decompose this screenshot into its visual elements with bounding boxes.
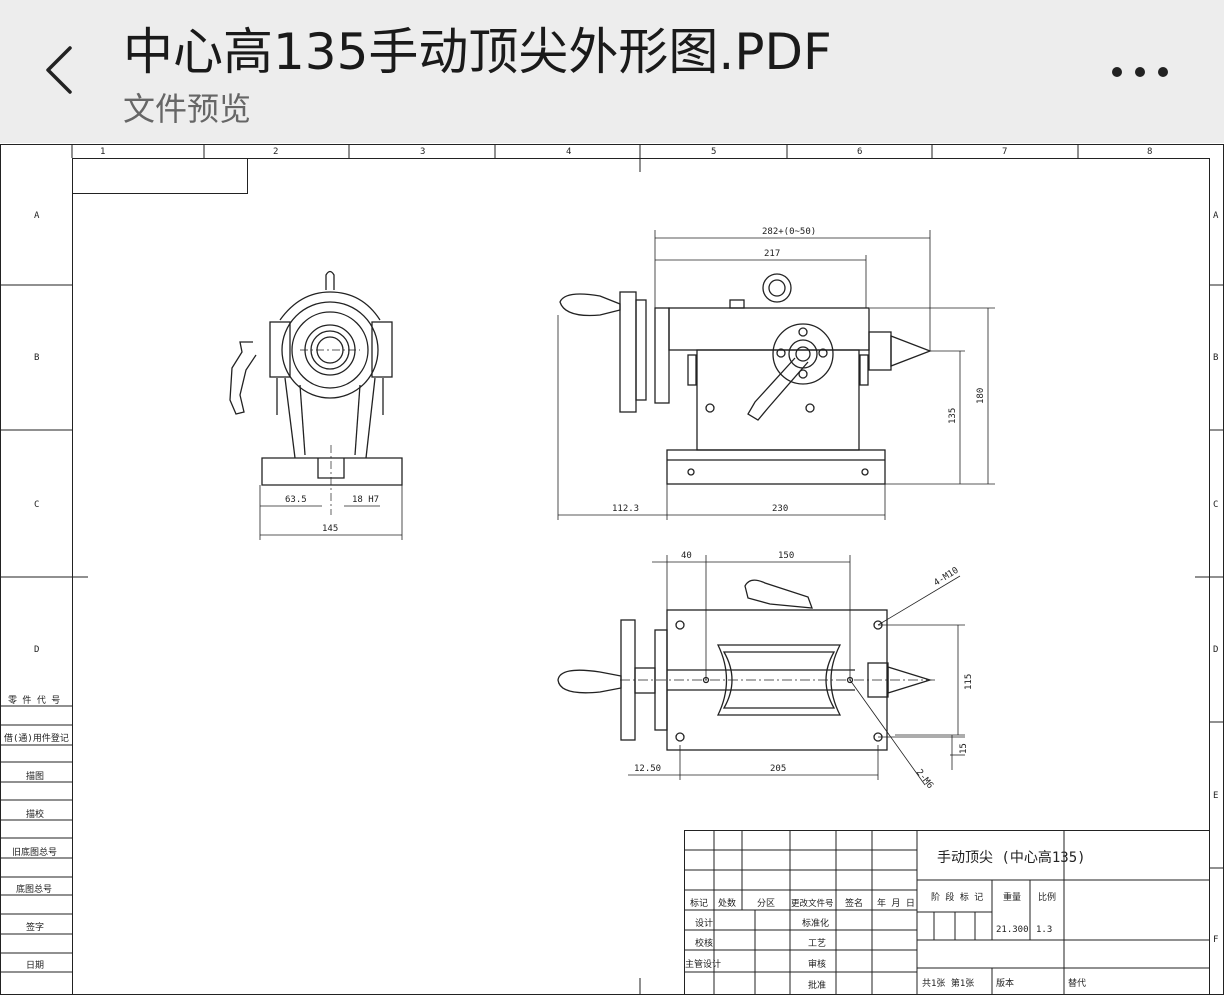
svg-text:E: E (1213, 791, 1218, 801)
svg-text:分区: 分区 (757, 898, 775, 909)
app-header: 中心高135手动顶尖外形图.PDF 文件预览 (0, 0, 1224, 143)
svg-text:手动顶尖 (中心高135): 手动顶尖 (中心高135) (937, 849, 1086, 866)
front-view (229, 270, 403, 515)
svg-text:205: 205 (770, 764, 786, 774)
svg-text:C: C (34, 500, 39, 510)
svg-text:更改文件号: 更改文件号 (791, 898, 834, 909)
svg-text:15: 15 (959, 743, 969, 754)
svg-text:年 月 日: 年 月 日 (877, 897, 915, 909)
svg-text:4-M10: 4-M10 (932, 566, 960, 589)
svg-text:B: B (34, 353, 39, 363)
svg-text:签字: 签字 (26, 921, 44, 933)
svg-text:6: 6 (857, 147, 862, 157)
title-block-labels: 手动顶尖 (中心高135) 标记 处数 分区 更改文件号 签名 年 月 日 设计… (685, 849, 1086, 991)
svg-text:B: B (1213, 353, 1218, 363)
svg-text:阶 段 标 记: 阶 段 标 记 (931, 891, 983, 903)
page-title: 中心高135手动顶尖外形图.PDF (123, 23, 832, 81)
svg-text:217: 217 (764, 249, 780, 259)
svg-text:282+(0~50): 282+(0~50) (762, 227, 816, 237)
svg-text:145: 145 (322, 524, 338, 534)
svg-text:A: A (34, 211, 40, 221)
svg-text:底图总号: 底图总号 (16, 883, 52, 895)
side-dim-labels: 282+(0~50) 217 180 135 112.3 230 (612, 227, 986, 514)
svg-text:D: D (34, 645, 39, 655)
svg-text:比例: 比例 (1038, 891, 1056, 903)
top-dimensions (628, 555, 965, 786)
svg-text:21.300: 21.300 (996, 925, 1029, 935)
svg-text:1: 1 (100, 147, 105, 157)
row-letters: A B C D A B C D E F (34, 211, 1219, 945)
svg-text:设计: 设计 (695, 917, 713, 929)
svg-text:处数: 处数 (718, 897, 736, 909)
svg-text:3: 3 (420, 147, 425, 157)
svg-text:18 H7: 18 H7 (352, 495, 379, 505)
svg-text:63.5: 63.5 (285, 495, 307, 505)
svg-text:批准: 批准 (808, 979, 826, 991)
front-dimensions (259, 485, 403, 540)
svg-text:描校: 描校 (26, 808, 44, 820)
svg-text:115: 115 (964, 674, 974, 690)
svg-text:2: 2 (273, 147, 278, 157)
front-dim-labels: 63.5 18 H7 145 (285, 495, 379, 534)
title-block (684, 830, 1210, 995)
svg-text:1.3: 1.3 (1036, 925, 1052, 935)
svg-text:5: 5 (711, 147, 716, 157)
svg-text:180: 180 (976, 388, 986, 404)
svg-text:150: 150 (778, 551, 794, 561)
svg-text:版本: 版本 (996, 977, 1014, 989)
svg-text:旧底图总号: 旧底图总号 (12, 846, 57, 858)
svg-text:4: 4 (566, 147, 571, 157)
svg-text:借(通)用件登记: 借(通)用件登记 (4, 732, 69, 744)
svg-text:2-M6: 2-M6 (914, 768, 935, 791)
pdf-preview[interactable]: 1 2 3 4 5 6 7 8 A B C D A B C D E F 零 件 … (0, 143, 1224, 995)
chevron-left-icon[interactable] (36, 40, 96, 100)
top-view (557, 579, 935, 751)
svg-text:签名: 签名 (845, 897, 863, 909)
svg-text:描图: 描图 (26, 770, 44, 782)
svg-text:40: 40 (681, 551, 692, 561)
svg-text:重量: 重量 (1003, 891, 1021, 903)
svg-text:共1张 第1张: 共1张 第1张 (922, 977, 974, 989)
svg-text:A: A (1213, 211, 1219, 221)
svg-text:日期: 日期 (26, 960, 44, 971)
svg-text:替代: 替代 (1068, 977, 1086, 989)
page-subtitle: 文件预览 (123, 90, 252, 128)
side-view (559, 273, 932, 485)
svg-text:112.3: 112.3 (612, 504, 639, 514)
svg-text:D: D (1213, 645, 1218, 655)
svg-text:7: 7 (1002, 147, 1007, 157)
svg-text:零 件 代 号: 零 件 代 号 (8, 694, 60, 706)
column-numbers: 1 2 3 4 5 6 7 8 (100, 147, 1152, 157)
technical-drawing: 1 2 3 4 5 6 7 8 A B C D A B C D E F 零 件 … (0, 144, 1224, 995)
svg-text:工艺: 工艺 (808, 938, 826, 949)
more-horizontal-icon[interactable] (1100, 50, 1180, 90)
svg-text:8: 8 (1147, 147, 1152, 157)
side-dimensions (557, 230, 995, 520)
svg-text:标记: 标记 (690, 897, 708, 909)
top-dim-labels: 40 150 4-M10 115 15 12.50 205 2-M6 (634, 551, 974, 791)
svg-text:230: 230 (772, 504, 788, 514)
svg-text:审核: 审核 (808, 958, 826, 970)
svg-text:校核: 校核 (695, 937, 713, 949)
svg-text:F: F (1213, 935, 1218, 945)
svg-text:C: C (1213, 500, 1218, 510)
svg-text:135: 135 (948, 408, 958, 424)
svg-text:主管设计: 主管设计 (685, 958, 721, 970)
side-labels: 零 件 代 号 借(通)用件登记 描图 描校 旧底图总号 底图总号 签字 日期 (4, 694, 69, 971)
svg-text:标准化: 标准化 (802, 917, 829, 929)
svg-text:12.50: 12.50 (634, 764, 661, 774)
